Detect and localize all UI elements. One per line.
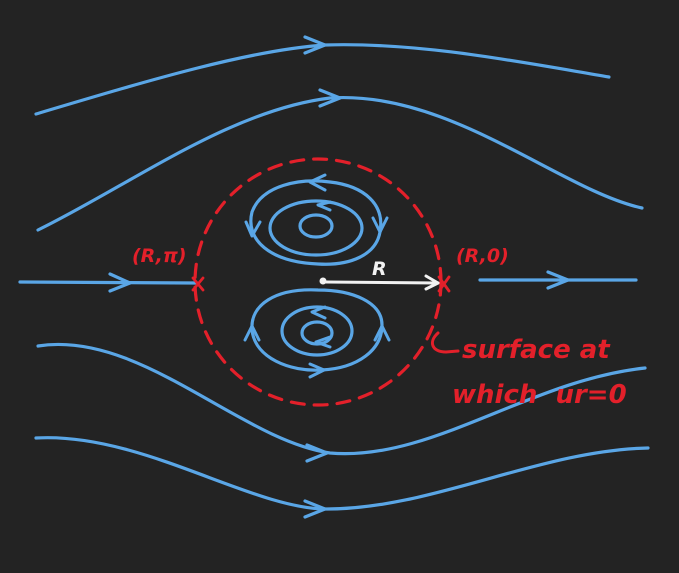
lower-vortex-middle bbox=[280, 305, 354, 357]
arrow-left-icon bbox=[314, 335, 332, 349]
radius-arrowhead-icon bbox=[424, 274, 440, 291]
callout-hook bbox=[430, 331, 460, 354]
vortex-arrowheads bbox=[243, 173, 391, 379]
label-radius: R bbox=[372, 258, 387, 280]
arrow-right-icon bbox=[318, 88, 342, 108]
label-surface-line1: surface at bbox=[462, 335, 611, 365]
arrow-left-icon bbox=[310, 305, 327, 320]
arrow-right-icon bbox=[305, 443, 329, 463]
arrow-right-icon bbox=[303, 499, 327, 519]
arrow-left-icon bbox=[308, 173, 327, 192]
inner-vortices bbox=[249, 179, 384, 372]
right-point-marker-icon bbox=[437, 275, 451, 293]
label-left-point: (R,π) bbox=[132, 245, 187, 267]
stagnation-points bbox=[191, 275, 451, 293]
radius-line bbox=[324, 280, 440, 285]
streamline-arrowheads bbox=[108, 35, 570, 519]
arrow-up-icon bbox=[373, 324, 391, 342]
arrow-left-icon bbox=[316, 200, 332, 212]
lower-vortex-inner bbox=[300, 320, 334, 346]
arrow-right-icon bbox=[546, 270, 570, 290]
lower-vortex-outer bbox=[250, 288, 384, 372]
streamline-bottom-1 bbox=[36, 342, 647, 456]
label-surface-line2: which ur=0 bbox=[452, 380, 627, 410]
radius-arrow bbox=[319, 274, 440, 291]
upper-vortex-outer bbox=[249, 179, 383, 266]
streamline-bottom-2 bbox=[34, 436, 650, 511]
upper-vortex-inner bbox=[298, 213, 334, 239]
arrow-down-icon bbox=[371, 216, 389, 234]
streamline-middle-left bbox=[18, 280, 197, 285]
arrow-right-icon bbox=[308, 362, 326, 379]
arrow-right-icon bbox=[108, 272, 132, 293]
arrow-right-icon bbox=[303, 35, 327, 55]
arrow-down-icon bbox=[244, 220, 262, 238]
left-point-marker-icon bbox=[191, 276, 205, 292]
upper-vortex-middle bbox=[268, 199, 364, 257]
arrow-up-icon bbox=[243, 324, 261, 342]
streamline-top-2 bbox=[36, 96, 644, 232]
label-right-point: (R,0) bbox=[456, 245, 509, 267]
